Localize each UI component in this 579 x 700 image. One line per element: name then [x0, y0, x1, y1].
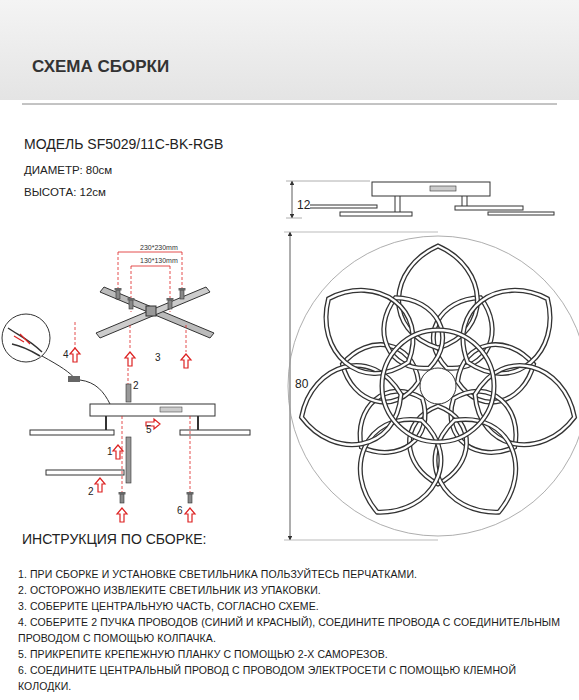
- petal: [443, 268, 572, 393]
- spec-text: ИНСТРУКЦИЯ ПО СБОРКЕ:: [22, 532, 206, 547]
- callout-number: 2: [133, 380, 139, 391]
- dimension-label: 12: [297, 199, 310, 212]
- spec-text: ВЫСОТА: 12см: [24, 186, 106, 199]
- spec-text: МОДЕЛЬ SF5029/11C-BK-RGB: [24, 137, 223, 152]
- height-dimension: [286, 181, 370, 218]
- instruction-step: 6. СОЕДИНИТЕ ЦЕНТРАЛЬНЫЙ ПРОВОД С ПРОВОД…: [18, 662, 570, 694]
- center-cap: [420, 368, 456, 404]
- instruction-step: 4. СОБЕРИТЕ 2 ПУЧКА ПРОВОДОВ (СИНИЙ И КР…: [18, 614, 570, 646]
- petal-inner: [466, 356, 579, 456]
- instruction-step: 5. ПРИКРЕПИТЕ КРЕПЕЖНУЮ ПЛАНКУ С ПОМОЩЬЮ…: [18, 646, 570, 662]
- petal: [419, 403, 534, 529]
- petal: [342, 403, 457, 529]
- instruction-step: 1. ПРИ СБОРКЕ И УСТАНОВКЕ СВЕТИЛЬНИКА ПО…: [18, 566, 570, 582]
- callout-number: 2: [88, 486, 94, 497]
- center-ring-inner: [382, 330, 494, 442]
- diameter-dimension: [284, 232, 438, 540]
- dimension-label: 80: [295, 378, 308, 391]
- page-title: СХЕМА СБОРКИ: [32, 58, 169, 77]
- callout-number: 1: [107, 446, 113, 457]
- spec-text: ДИАМЕТР: 80см: [24, 164, 112, 177]
- instruction-step: 3. СОБЕРИТЕ ЦЕНТРАЛЬНУЮ ЧАСТЬ, СОГЛАСНО …: [18, 598, 570, 614]
- petal: [304, 268, 433, 393]
- center-ring: [382, 330, 494, 442]
- callout-number: 3: [155, 352, 161, 363]
- outline-circle: [288, 236, 579, 536]
- petal-inner: [419, 403, 534, 529]
- side-view: [305, 182, 554, 216]
- instruction-step: 2. ОСТОРОЖНО ИЗВЛЕКИТЕ СВЕТИЛЬНИК ИЗ УПА…: [18, 582, 570, 598]
- callout-number: 6: [177, 505, 183, 516]
- petal-inner: [443, 268, 572, 393]
- dimension-label: 130*130mm: [140, 257, 178, 265]
- header-rule: [22, 104, 557, 105]
- petal-inner: [304, 268, 433, 393]
- top-view-flower: [293, 246, 579, 529]
- dimension-label: 230*230mm: [140, 244, 178, 252]
- callout-number: 5: [146, 424, 152, 435]
- exploded-view: [2, 252, 250, 522]
- petal-inner: [342, 403, 457, 529]
- callout-number: 4: [63, 349, 69, 360]
- header-band: [0, 0, 579, 100]
- petal: [466, 356, 579, 456]
